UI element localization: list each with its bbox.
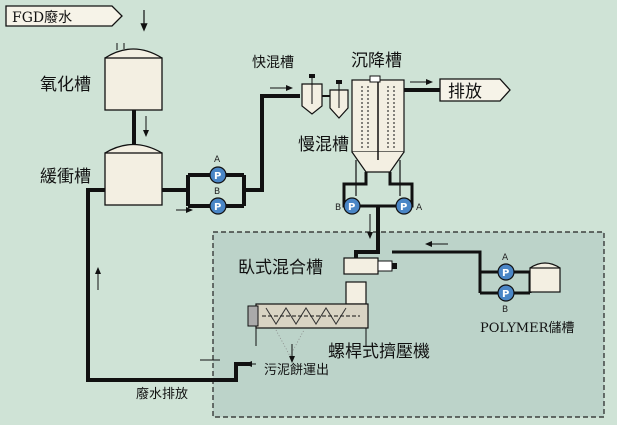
pump-buffer-a: P: [209, 166, 227, 184]
pump-buffer-b-label: B: [214, 187, 220, 197]
sedimentation-tank: [351, 75, 405, 196]
svg-text:P: P: [502, 268, 509, 279]
svg-text:P: P: [214, 202, 221, 213]
fgd-wastewater-label: FGD廢水: [12, 9, 72, 26]
wastewater-discharge-label: 廢水排放: [136, 387, 188, 402]
slow-mix-tank: [322, 80, 349, 119]
polymer-tank-label: POLYMER儲槽: [480, 321, 574, 336]
pump-polymer-b-label: B: [502, 305, 508, 315]
buffer-tank-label: 緩衝槽: [40, 167, 91, 187]
pipe-to-mixer: [354, 206, 380, 262]
pipe-polymer: [392, 250, 482, 272]
horizontal-mix-tank: [343, 257, 397, 275]
screw-press: [247, 281, 369, 357]
pump-settle-a: P: [395, 197, 413, 215]
svg-text:P: P: [214, 171, 221, 182]
sludge-cake-label: 污泥餅運出: [264, 363, 329, 378]
svg-text:P: P: [502, 289, 509, 300]
discharge-box: 排放: [439, 78, 511, 102]
sedimentation-label: 沉降槽: [351, 51, 402, 71]
pump-settle-a-label: A: [416, 203, 423, 213]
slow-mix-label: 慢混槽: [298, 134, 349, 155]
svg-text:P: P: [400, 202, 407, 213]
discharge-label: 排放: [448, 82, 482, 102]
pump-settle-b-label: B: [335, 203, 341, 213]
pipe-to-rapid-mix: [242, 94, 300, 206]
screw-press-label: 螺桿式擠壓機: [328, 342, 430, 362]
pump-polymer-a: P: [497, 263, 515, 281]
pump-buffer-b: P: [209, 197, 227, 215]
svg-text:P: P: [348, 202, 355, 213]
pump-polymer-a-label: A: [502, 253, 509, 263]
oxidation-tank-label: 氧化槽: [40, 75, 91, 95]
pump-buffer-a-label: A: [214, 155, 221, 165]
rapid-mix-label: 快混槽: [252, 55, 294, 71]
rapid-mix-tank: [301, 74, 323, 115]
oxidation-tank: [104, 43, 163, 111]
pump-settle-b: P: [343, 197, 361, 215]
pump-polymer-b: P: [497, 284, 515, 302]
horizontal-mix-label: 臥式混合槽: [238, 258, 323, 278]
fgd-source-box: FGD廢水: [5, 5, 123, 27]
polymer-tank: [529, 262, 561, 293]
pipe-return-loop: [86, 188, 250, 382]
buffer-tank: [104, 143, 163, 206]
